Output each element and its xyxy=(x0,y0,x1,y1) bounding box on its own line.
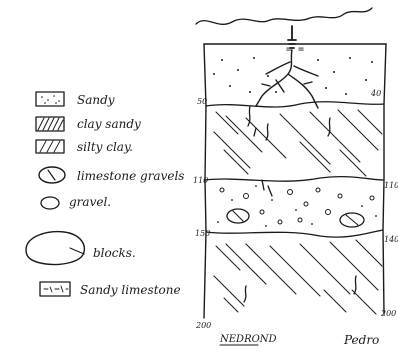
root-cracks xyxy=(256,50,318,108)
stratigraphic-column: = = xyxy=(193,8,398,330)
legend-item-blocks: blocks. xyxy=(26,232,136,265)
legend-item-limestone-gravels: limestone gravels xyxy=(39,167,184,183)
depth-right-3: 140 xyxy=(384,235,398,244)
legend-label-sandy: Sandy xyxy=(77,93,115,107)
layer-clay-sandy-hatch xyxy=(214,110,382,176)
boundary-2 xyxy=(205,177,384,182)
depth-left-1: 50 xyxy=(197,97,207,106)
sandy-limestone-pattern xyxy=(44,286,68,292)
legend-item-sandy-limestone: Sandy limestone xyxy=(40,282,181,297)
depth-left-4: 200 xyxy=(195,321,211,330)
layer-sandy xyxy=(213,57,373,95)
legend-label-limestone-gravels: limestone gravels xyxy=(77,169,184,183)
surface-line xyxy=(196,8,372,24)
legend-label-sandy-limestone: Sandy limestone xyxy=(80,283,181,297)
layer-silty-clay-hatch xyxy=(214,240,382,314)
depth-left-3: 150 xyxy=(195,229,210,238)
legend-item-silty-clay: silty clay. xyxy=(36,140,133,154)
boundary-1 xyxy=(206,102,384,107)
layer-silty-clay-cracks xyxy=(244,276,356,302)
silty-clay-hatch xyxy=(40,141,60,152)
clay-sandy-hatch xyxy=(38,118,63,130)
legend: Sandy clay sandy silty clay. limestone g… xyxy=(26,92,184,297)
legend-label-clay-sandy: clay sandy xyxy=(77,117,141,131)
depth-right-2: 110 xyxy=(384,181,398,190)
legend-item-gravel: gravel. xyxy=(41,195,111,209)
legend-label-blocks: blocks. xyxy=(93,246,136,260)
boundary-3 xyxy=(206,230,383,237)
legend-label-gravel: gravel. xyxy=(69,195,111,209)
legend-item-clay-sandy: clay sandy xyxy=(36,117,141,131)
depth-right-1: 40 xyxy=(370,89,381,98)
legend-label-silty-clay: silty clay. xyxy=(77,140,133,154)
sandy-dots xyxy=(41,95,60,104)
clay-sandy-swatch xyxy=(36,117,64,131)
depth-left-2: 110 xyxy=(193,176,208,185)
depth-right-4: 200 xyxy=(380,309,396,318)
gravel-symbol xyxy=(41,197,59,209)
layer-gravel xyxy=(217,180,377,227)
bottom-right-label: Pedro xyxy=(343,333,379,347)
sandy-swatch xyxy=(36,92,64,106)
bottom-left-label: NEDROND xyxy=(219,334,277,345)
top-mark: = = xyxy=(286,44,304,55)
column-right-edge xyxy=(383,44,386,314)
blocks-symbol xyxy=(26,232,84,265)
legend-item-sandy: Sandy xyxy=(36,92,115,107)
